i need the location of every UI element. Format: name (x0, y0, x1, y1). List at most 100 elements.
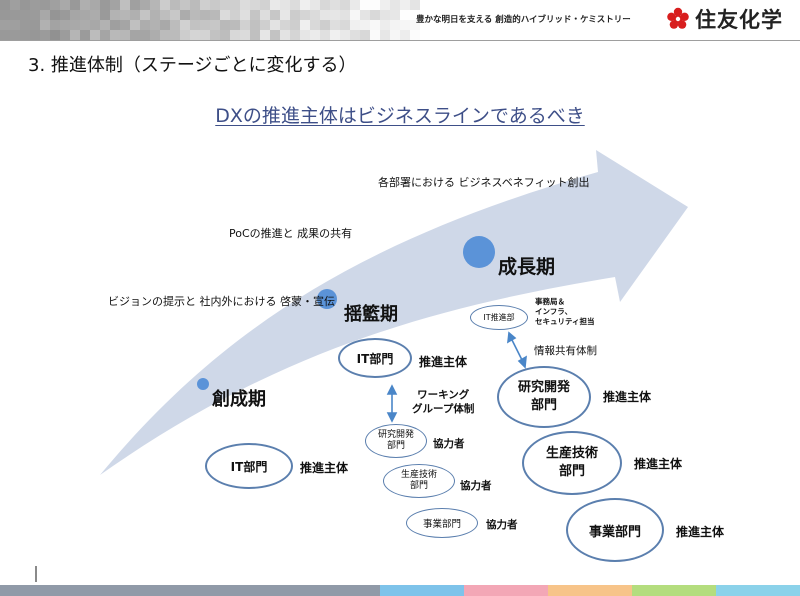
wg-link-label: ワーキング グループ体制 (412, 389, 475, 415)
mosaic-tile (150, 10, 160, 20)
mosaic-tile (240, 0, 250, 10)
mosaic-tile (40, 20, 50, 30)
mosaic-tile (300, 30, 310, 40)
slide-heading: DXの推進主体はビジネスラインであるべき (215, 105, 585, 127)
mosaic-tile (340, 10, 350, 20)
mosaic-tile (250, 0, 260, 10)
mosaic-tile (60, 20, 70, 30)
footer-bar-3 (464, 585, 548, 596)
mosaic-tile (200, 0, 210, 10)
footer-tick (35, 566, 37, 582)
mosaic-tile (110, 30, 120, 40)
mosaic-tile (170, 10, 180, 20)
mosaic-tile (110, 0, 120, 10)
phase-dot-2 (317, 289, 337, 309)
stage2-it-role: 推進主体 (419, 355, 468, 369)
mosaic-tile (270, 10, 280, 20)
mosaic-tile (240, 30, 250, 40)
mosaic-tile (270, 30, 280, 40)
mosaic-tile (180, 10, 190, 20)
stage3-it-promo-node: IT推進部 (470, 305, 528, 330)
stage2-prod-tech-role: 協力者 (460, 480, 492, 492)
stage3-business-role: 推進主体 (676, 525, 725, 539)
mosaic-tile (320, 10, 330, 20)
mosaic-tile (390, 0, 400, 10)
mosaic-tile (380, 0, 390, 10)
mosaic-tile (250, 20, 260, 30)
mosaic-tile (270, 20, 280, 30)
mosaic-tile (280, 0, 290, 10)
mosaic-tile (200, 30, 210, 40)
mosaic-tile (330, 20, 340, 30)
brand-logo: 住友化学 (666, 6, 783, 32)
mosaic-tile (200, 20, 210, 30)
mosaic-tile (140, 30, 150, 40)
growth-arrow (100, 150, 688, 475)
mosaic-tile (130, 0, 140, 10)
mosaic-tile (370, 20, 380, 30)
mosaic-tile (390, 10, 400, 20)
stage1-it-dept-node: IT部門 (205, 443, 293, 489)
mosaic-tile (300, 20, 310, 30)
mosaic-tile (230, 30, 240, 40)
stage3-prod-tech-node: 生産技術 部門 (522, 431, 622, 495)
stage3-rnd-node: 研究開発 部門 (497, 366, 591, 428)
stage3-rnd-role: 推進主体 (603, 390, 652, 404)
mosaic-tile (80, 10, 90, 20)
stage3-prod-tech-role: 推進主体 (634, 457, 683, 471)
mosaic-tile (10, 10, 20, 20)
stage2-prod-tech-node: 生産技術 部門 (383, 464, 455, 498)
mosaic-tile (90, 20, 100, 30)
mosaic-tile (290, 30, 300, 40)
stage2-rnd-node: 研究開発 部門 (365, 424, 427, 458)
mosaic-tile (10, 20, 20, 30)
mosaic-tile (160, 10, 170, 20)
mosaic-tile (30, 30, 40, 40)
mosaic-tile (160, 0, 170, 10)
mosaic-tile (130, 20, 140, 30)
mosaic-tile (30, 0, 40, 10)
mosaic-tile (380, 30, 390, 40)
mosaic-tile (410, 30, 420, 40)
phase-1-name: 創成期 (212, 389, 266, 410)
mosaic-tile (170, 0, 180, 10)
mosaic-tile (190, 30, 200, 40)
phase-1-description: ビジョンの提示と 社内外における 啓蒙・宣伝 (108, 295, 335, 308)
mosaic-tile (30, 20, 40, 30)
mosaic-tile (290, 10, 300, 20)
mosaic-tile (0, 30, 10, 40)
mosaic-tile (110, 10, 120, 20)
mosaic-tile (330, 0, 340, 10)
mosaic-tile (260, 0, 270, 10)
mosaic-tile (230, 20, 240, 30)
mosaic-tile (350, 0, 360, 10)
mosaic-tile (370, 0, 380, 10)
mosaic-tile (220, 10, 230, 20)
mosaic-tile (150, 20, 160, 30)
mosaic-tile (230, 10, 240, 20)
mosaic-tile (130, 10, 140, 20)
footer-bar-6 (716, 585, 800, 596)
mosaic-tile (260, 20, 270, 30)
mosaic-tile (170, 30, 180, 40)
mosaic-tile (120, 20, 130, 30)
footer-bar-2 (380, 585, 464, 596)
mosaic-tile (330, 30, 340, 40)
mosaic-tile (290, 0, 300, 10)
stage3-business-node: 事業部門 (566, 498, 664, 562)
mosaic-tile (260, 30, 270, 40)
mosaic-tile (210, 20, 220, 30)
mosaic-tile (90, 0, 100, 10)
footer-bar-4 (548, 585, 632, 596)
mosaic-tile (220, 20, 230, 30)
mosaic-tile (90, 10, 100, 20)
mosaic-tile (340, 30, 350, 40)
mosaic-tile (40, 30, 50, 40)
mosaic-tile (240, 20, 250, 30)
mosaic-tile (360, 10, 370, 20)
header-mosaic (0, 0, 420, 40)
mosaic-tile (140, 0, 150, 10)
footer-bar-1 (0, 585, 380, 596)
mosaic-tile (270, 0, 280, 10)
brand-name: 住友化学 (695, 8, 783, 32)
